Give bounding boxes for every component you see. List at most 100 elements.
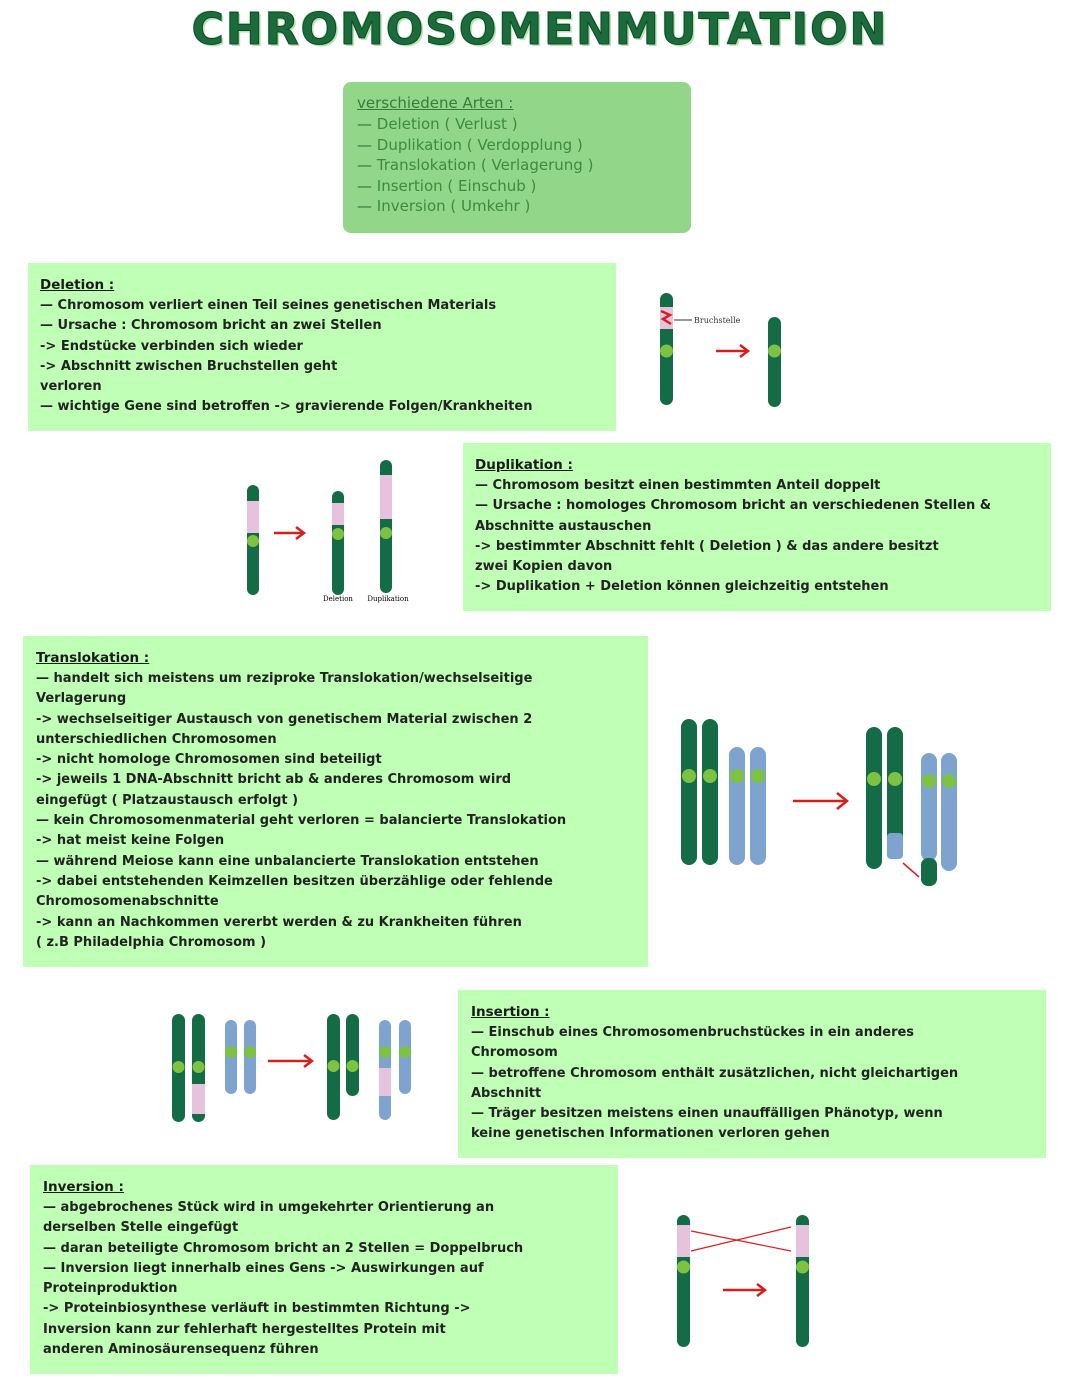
- break-icon: [660, 309, 673, 326]
- inversion-box: Inversion : — abgebrochenes Stück wird i…: [30, 1165, 618, 1374]
- translocation-diagram: [681, 719, 957, 886]
- chromosome: [750, 747, 766, 865]
- centromere: [660, 344, 673, 358]
- text-line: derselben Stelle eingefügt: [43, 1220, 239, 1236]
- text-line: — Ursache : homologes Chromosom bricht a…: [475, 498, 992, 514]
- type-item: Inversion ( Umkehr ): [357, 196, 593, 217]
- chromosome: [681, 719, 697, 865]
- text-line: — Ursache : Chromosom bricht an zwei Ste…: [40, 318, 382, 334]
- centromere: [327, 1060, 340, 1072]
- text-line: -> nicht homologe Chromosomen sind betei…: [36, 752, 382, 768]
- insertion-heading: Insertion :: [471, 1004, 550, 1020]
- text-line: -> dabei entstehenden Keimzellen besitze…: [36, 873, 553, 889]
- text-line: — Chromosom verliert einen Teil seines g…: [40, 298, 497, 313]
- duplication-box: Duplikation : — Chromosom besitzt einen …: [463, 443, 1051, 611]
- text-line: -> Proteinbiosynthese verläuft in bestim…: [43, 1301, 471, 1317]
- segment: [332, 503, 344, 525]
- text-line: Verlagerung: [36, 691, 127, 707]
- segment: [677, 1225, 690, 1257]
- text-line: -> wechselseitiger Austausch von genetis…: [36, 711, 533, 727]
- translocation-box: Translokation : — handelt sich meistens …: [23, 636, 648, 967]
- deletion-box: Deletion : — Chromosom verliert einen Te…: [28, 263, 616, 431]
- text-line: — wichtige Gene sind betroffen -> gravie…: [40, 399, 533, 415]
- centromere: [379, 1046, 391, 1058]
- segment: [192, 1084, 205, 1114]
- insertion-diagram: [172, 1014, 411, 1122]
- arrow-head-icon: [836, 792, 850, 810]
- text-line: — Träger besitzen meistens einen unauffä…: [471, 1106, 943, 1122]
- exchange-arrow-icon: [902, 862, 920, 878]
- text-line: — Einschub eines Chromosomenbruchstückes…: [471, 1025, 915, 1040]
- inversion-arrow-icon: [690, 1226, 792, 1252]
- centromere: [244, 1046, 256, 1058]
- centromere: [332, 528, 344, 540]
- arrow-head-icon: [739, 344, 751, 358]
- centromere: [751, 769, 765, 783]
- inversion-heading: Inversion :: [43, 1179, 124, 1195]
- centromere: [888, 772, 902, 786]
- text-line: -> jeweils 1 DNA-Abschnitt bricht ab & a…: [36, 772, 512, 788]
- text-line: — abgebrochenes Stück wird in umgekehrte…: [43, 1200, 495, 1215]
- text-line: zwei Kopien davon: [475, 559, 613, 575]
- translocated-segment: [887, 833, 903, 859]
- text-line: Abschnitt: [471, 1085, 542, 1101]
- insertion-box: Insertion : — Einschub eines Chromosomen…: [458, 990, 1046, 1158]
- centromere: [730, 769, 744, 783]
- chromosome: [866, 727, 882, 869]
- text-line: verloren: [40, 379, 102, 395]
- type-item: Deletion ( Verlust ): [357, 114, 593, 135]
- chromosome: [768, 317, 781, 407]
- text-line: — Inversion liegt innerhalb eines Gens -…: [43, 1260, 484, 1276]
- chromosome: [346, 1014, 359, 1096]
- centromere: [682, 769, 696, 783]
- chromosome: [921, 753, 937, 861]
- chromosome: [887, 727, 903, 857]
- chromosome: [941, 753, 957, 871]
- centromere: [346, 1060, 359, 1072]
- text-line: — handelt sich meistens um reziproke Tra…: [36, 671, 533, 686]
- text-line: Proteinproduktion: [43, 1281, 178, 1297]
- type-item: Translokation ( Verlagerung ): [357, 155, 594, 176]
- translocation-heading: Translokation :: [36, 650, 150, 666]
- chromosome: [729, 747, 745, 865]
- centromere: [703, 769, 717, 783]
- deletion-label: Deletion: [323, 595, 353, 603]
- text-line: -> Endstücke verbinden sich wieder: [40, 338, 303, 354]
- text-line: keine genetischen Informationen verloren…: [471, 1126, 830, 1142]
- deletion-diagram: Bruchstelle: [660, 293, 781, 407]
- inversion-arrow-icon: [690, 1230, 792, 1252]
- deletion-heading: Deletion :: [40, 277, 115, 293]
- inverted-segment: [796, 1225, 809, 1257]
- centromere: [867, 772, 881, 786]
- text-line: anderen Aminosäurensequenz führen: [43, 1342, 319, 1358]
- text-line: Inversion kann zur fehlerhaft hergestell…: [43, 1321, 446, 1337]
- type-item: Insertion ( Einschub ): [357, 176, 593, 197]
- text-line: ( z.B Philadelphia Chromosom ): [36, 934, 267, 950]
- types-list: Deletion ( Verlust ) Duplikation ( Verdo…: [357, 114, 594, 217]
- type-item: Duplikation ( Verdopplung ): [357, 135, 593, 156]
- arrow-head-icon: [756, 1283, 768, 1297]
- text-line: -> Abschnitt zwischen Bruchstellen geht: [40, 358, 338, 374]
- duplication-diagram: Deletion Duplikation: [247, 460, 409, 603]
- mutation-types-box: verschiedene Arten : Deletion ( Verlust …: [343, 82, 691, 233]
- text-line: Chromosomenabschnitte: [36, 894, 219, 910]
- centromere: [922, 774, 936, 788]
- segment: [247, 501, 259, 533]
- text-line: -> bestimmter Abschnitt fehlt ( Deletion…: [475, 538, 939, 554]
- arrow-head-icon: [303, 1054, 315, 1068]
- text-line: — während Meiose kann eine unbalancierte…: [36, 853, 539, 869]
- centromere: [172, 1061, 185, 1073]
- inserted-segment: [379, 1068, 391, 1096]
- translocated-segment: [921, 858, 937, 886]
- text-line: unterschiedlichen Chromosomen: [36, 731, 277, 747]
- inversion-diagram: [677, 1215, 809, 1347]
- arrow-head-icon: [295, 526, 307, 540]
- text-line: Abschnitte austauschen: [475, 518, 652, 534]
- centromere: [247, 535, 259, 547]
- text-line: — betroffene Chromosom enthält zusätzlic…: [471, 1065, 959, 1081]
- translocation-text: — handelt sich meistens um reziproke Tra…: [36, 669, 566, 953]
- centromere: [399, 1046, 411, 1058]
- duplicated-segment: [380, 475, 392, 519]
- text-line: -> Duplikation + Deletion können gleichz…: [475, 579, 889, 595]
- deletion-text: — Chromosom verliert einen Teil seines g…: [40, 296, 532, 418]
